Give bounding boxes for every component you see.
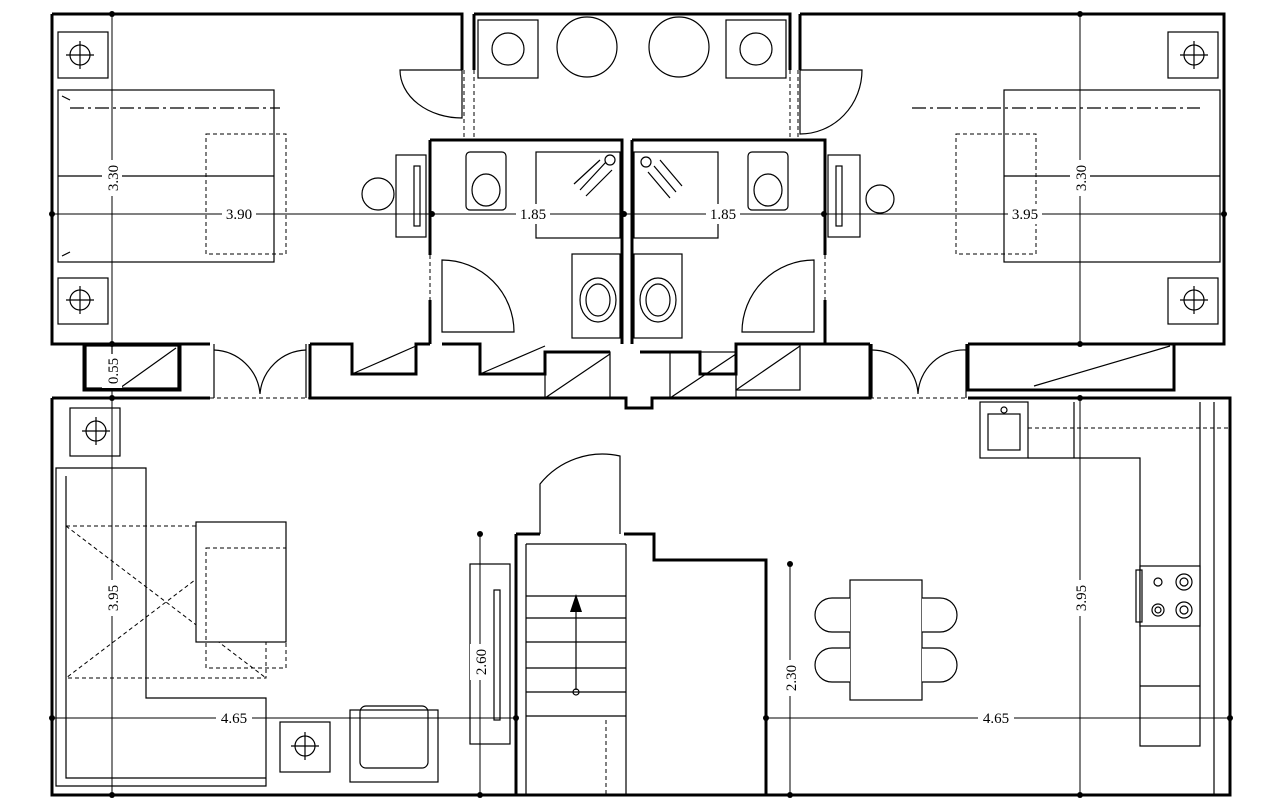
kitchen: [979, 401, 1228, 795]
dimension-labels: 3.90 1.85 1.85 3.95 3.30 3.30 0.55 3.95 …: [102, 160, 1090, 728]
double-door-icon: [871, 349, 967, 395]
double-door-icon: [213, 349, 307, 395]
door-swing-icon: [741, 259, 815, 333]
dim-kitchen-depth: 3.95: [1074, 585, 1090, 611]
planter-icon: [725, 19, 787, 79]
corner-sofa-icon: [55, 467, 267, 787]
armchair-icon: [349, 709, 439, 783]
dining-table-icon: [849, 579, 923, 701]
dim-bedroom-right-width: 3.95: [1012, 207, 1038, 223]
door-swing-icon: [441, 259, 515, 333]
sink-icon: [633, 253, 683, 339]
chair-icon: [922, 597, 958, 633]
dim-bath-right-width: 1.85: [710, 207, 736, 223]
bathroom-right: [633, 151, 826, 344]
chair-icon: [814, 647, 850, 683]
staircase: [525, 453, 627, 795]
coffee-table-icon: [195, 521, 287, 643]
lamp-icon: [865, 184, 895, 214]
bedroom-right: [799, 31, 1221, 325]
dining: [814, 579, 958, 701]
column-marker-icon: [57, 277, 109, 325]
lamp-icon: [361, 177, 395, 211]
wardrobe-icon: [827, 154, 861, 238]
toilet-icon: [465, 151, 507, 211]
door-swing-icon: [539, 453, 621, 534]
living-room: [55, 407, 511, 787]
bedroom-left: [57, 31, 463, 325]
dim-dining-depth: 2.30: [784, 665, 800, 691]
corridor: [85, 343, 1171, 399]
chair-icon: [814, 597, 850, 633]
column-marker-icon: [1167, 277, 1219, 325]
dim-bedroom-left-width: 3.90: [226, 207, 252, 223]
planter-icon: [477, 19, 539, 79]
dim-living-depth: 3.95: [106, 585, 122, 611]
round-table-icon: [556, 16, 618, 78]
balcony-plants: [463, 16, 799, 140]
walls: [50, 12, 1232, 797]
chair-icon: [922, 647, 958, 683]
dim-stair-wall-length: 2.60: [474, 649, 490, 675]
dim-corridor-depth: 0.55: [106, 358, 122, 384]
dim-bedroom-right-depth: 3.30: [1074, 165, 1090, 191]
stove-icon: [1139, 565, 1201, 627]
dim-bedroom-left-depth: 3.30: [106, 165, 122, 191]
dim-living-width: 4.65: [221, 711, 247, 727]
round-table-icon: [648, 16, 710, 78]
sink-icon: [571, 253, 621, 339]
toilet-icon: [747, 151, 789, 211]
wardrobe-icon: [395, 154, 427, 238]
shower-tray-icon: [633, 151, 719, 239]
bathroom-left: [429, 151, 621, 344]
dim-kitchen-width: 4.65: [983, 711, 1009, 727]
dim-bath-left-width: 1.85: [520, 207, 546, 223]
